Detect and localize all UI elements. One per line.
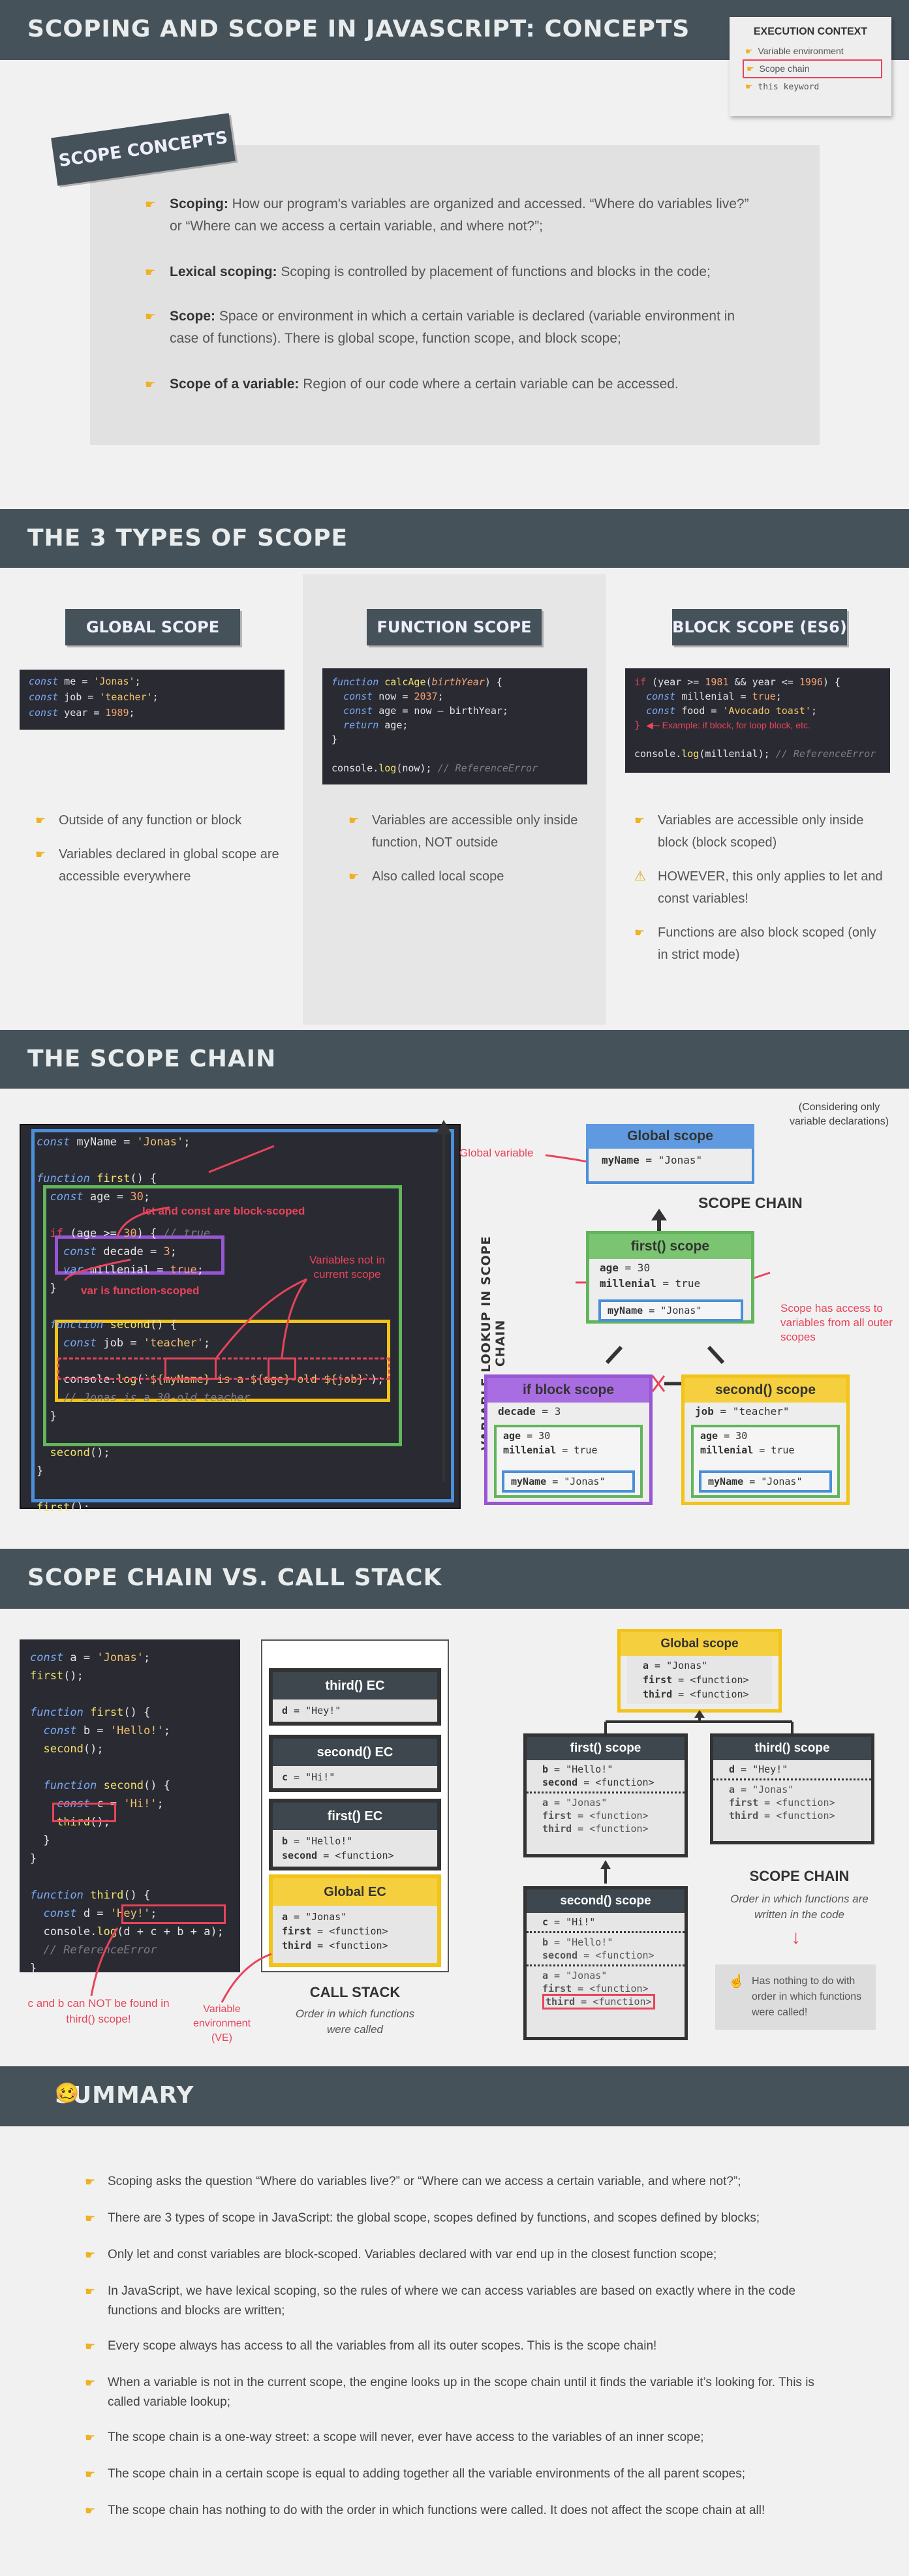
ec-item-highlighted: ☛ Scope chain [743, 59, 882, 78]
summary-item: ☛There are 3 types of scope in JavaScrip… [85, 2211, 760, 2225]
callstack-title: SCOPE CHAIN VS. CALL STACK [27, 1564, 442, 1591]
face-icon: 🥴 [55, 2082, 80, 2105]
call-stack-sub: Order in which functions were called [295, 2008, 415, 2036]
scope-chain-label-2: SCOPE CHAIN [749, 1868, 850, 1884]
callstack-arrows [90, 1927, 272, 2003]
if-block-outline [55, 1235, 224, 1275]
block-bullet: ☛Functions are also block scoped (only i… [634, 925, 876, 962]
function-scope-title: FUNCTION SCOPE [367, 609, 542, 645]
ec-item: ☛ this keyword [745, 82, 820, 92]
block-code: if (year >= 1981 && year <= 1996) { cons… [625, 668, 890, 773]
sum-highlight [121, 1904, 226, 1924]
summary-item: ☛When a variable is not in the current s… [85, 2376, 814, 2409]
ve-note: Variable environment (VE) [193, 2004, 251, 2043]
call-stack-label: CALL STACK [309, 1984, 401, 2000]
chain-band: THE SCOPE CHAIN [0, 1030, 909, 1089]
summary-item: ☛The scope chain in a certain scope is e… [85, 2467, 745, 2481]
block-bullet: ⚠HOWEVER, this only applies to let and c… [634, 865, 889, 910]
callstack-band: SCOPE CHAIN VS. CALL STACK [0, 1549, 909, 1609]
global-scope-title: GLOBAL SCOPE [65, 609, 240, 645]
global-code: const me = 'Jonas'; const job = 'teacher… [20, 670, 285, 730]
third-call-highlight [52, 1803, 116, 1822]
nothing-to-do-box: ☝Has nothing to do with order in which f… [715, 1964, 876, 2030]
summary-item: ☛Only let and const variables are block-… [85, 2248, 717, 2261]
warning-icon: ⚠ [634, 869, 646, 884]
log-line-dashed-box [57, 1358, 390, 1380]
function-scope-column [303, 574, 606, 1025]
page-title: SCOPING AND SCOPE IN JAVASCRIPT: CONCEPT… [27, 16, 690, 42]
summary-band: SUMMARY 🥴 [0, 2066, 909, 2126]
cb-not-found-note: c and b can NOT be found in third() scop… [27, 1997, 170, 2025]
age-highlight [268, 1358, 296, 1380]
myName-highlight [164, 1358, 217, 1380]
second-scope-box-2: second() scope c = "Hi!" b = "Hello!"sec… [523, 1886, 688, 2040]
not-current-scope-note: Variables not in current scope [309, 1254, 385, 1280]
global-scope-outline [31, 1129, 454, 1502]
execution-context-box: EXECUTION CONTEXT ☛ Variable environment… [730, 17, 891, 116]
types-band: THE 3 TYPES OF SCOPE [0, 509, 909, 568]
var-function-scoped-note: var is function-scoped [81, 1284, 200, 1297]
scope-tree-arrows [600, 1710, 793, 1884]
function-bullet: ☛Variables are accessible only inside fu… [348, 813, 578, 850]
chain-title: THE SCOPE CHAIN [27, 1046, 277, 1072]
first-scope-outline [43, 1185, 402, 1446]
scope-chain-sub-2: Order in which functions are written in … [730, 1893, 869, 1921]
function-code: function calcAge(birthYear) { const now … [322, 668, 587, 784]
scope-access-note: Scope has access to variables from all o… [780, 1302, 893, 1343]
concept-item: ☛ Scope: Space or environment in which a… [145, 309, 735, 346]
summary-item: ☛Scoping asks the question “Where do var… [85, 2175, 741, 2188]
concept-item: ☛ Lexical scoping: Scoping is controlled… [145, 264, 711, 279]
global-scope-box-2: Global scope a = "Jonas"first = <functio… [617, 1629, 782, 1713]
execution-context-title: EXECUTION CONTEXT [753, 26, 868, 37]
global-bullet: ☛Variables declared in global scope are … [35, 847, 279, 884]
global-scope-box: Global scope myName = "Jonas" [586, 1124, 754, 1184]
summary-item: ☛The scope chain has nothing to do with … [85, 2504, 765, 2517]
summary-item: ☛Every scope always has access to all th… [85, 2339, 657, 2353]
types-title: THE 3 TYPES OF SCOPE [27, 525, 348, 551]
concept-item: ☛ Scoping: How our program's variables a… [145, 196, 749, 234]
concept-item: ☛ Scope of a variable: Region of our cod… [145, 377, 679, 392]
block-scope-title: BLOCK SCOPE (ES6) [672, 609, 847, 645]
function-bullet: ☛Also called local scope [348, 869, 504, 884]
summary-item: ☛In JavaScript, we have lexical scoping,… [85, 2284, 796, 2318]
chain-code-text: const myName = 'Jonas'; function first()… [37, 1136, 384, 1514]
block-bullet: ☛Variables are accessible only inside bl… [634, 813, 864, 850]
concepts-panel [90, 145, 820, 445]
global-variable-note: Global variable [459, 1147, 534, 1159]
global-bullet: ☛Outside of any function or block [35, 813, 242, 828]
block-scoped-note: let and const are block-scoped [142, 1205, 305, 1217]
callstack-code: const a = 'Jonas'; first(); function fir… [20, 1639, 240, 1975]
considering-note: (Considering only variable declarations) [789, 1102, 889, 1127]
scope-chain-label: SCOPE CHAIN [698, 1194, 803, 1211]
third-scope-box-2: third() scope d = "Hey!" a = "Jonas"firs… [710, 1733, 874, 1844]
first-scope-box-2: first() scope b = "Hello!"second = <func… [523, 1733, 688, 1857]
summary-item: ☛The scope chain is a one-way street: a … [85, 2430, 704, 2444]
down-arrow-icon: ↓ [791, 1927, 801, 1948]
ec-item: ☛ Variable environment [745, 46, 844, 56]
